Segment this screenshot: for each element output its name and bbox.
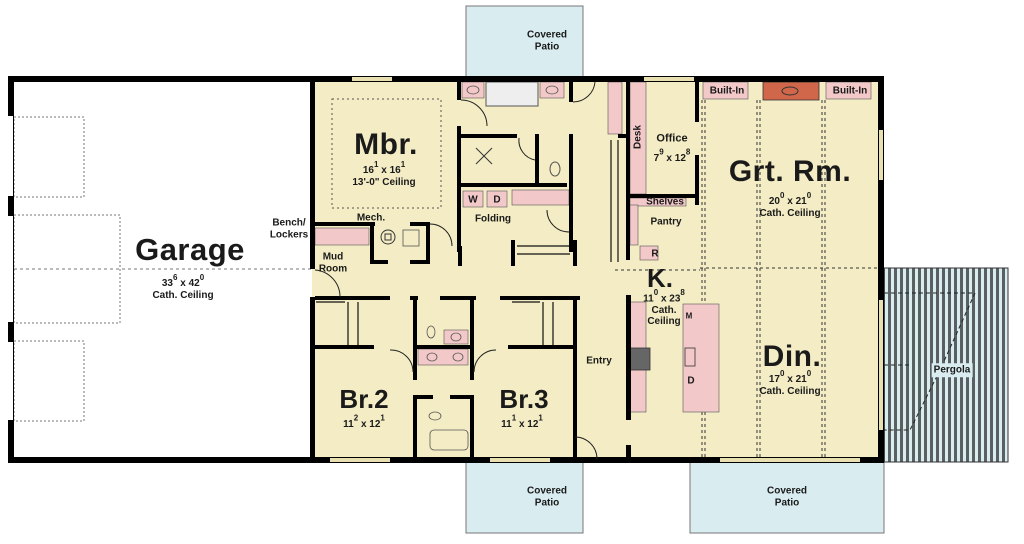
covered-patio-bottom-left	[465, 461, 584, 534]
room-mbr-label: Mbr.	[354, 127, 418, 161]
dishwasher-label: D	[687, 375, 695, 387]
room-kitchen-label: K.	[647, 263, 673, 294]
room-br2-info: 112 x 121	[343, 413, 385, 431]
bench-lockers-label: Bench/ Lockers	[269, 217, 309, 241]
room-office-info: 79 x 128	[653, 147, 691, 165]
room-pantry-label: Pantry	[650, 216, 682, 228]
kitchen-ceiling-note-1: Cath.	[651, 304, 677, 316]
washer-label: W	[468, 194, 478, 206]
room-great-room-info: 200 x 210 Cath. Ceiling	[759, 190, 821, 219]
mech-label: Mech.	[356, 212, 386, 224]
desk-label: Desk	[632, 125, 644, 149]
room-garage-info: 336 x 420 Cath. Ceiling	[152, 272, 214, 301]
garage-ceiling-note: Cath. Ceiling	[152, 289, 214, 301]
br3-dimensions: 111 x 121	[501, 413, 543, 430]
pergola-label: Pergola	[931, 363, 973, 377]
dining-dimensions: 170 x 210	[768, 368, 812, 386]
kitchen-dimensions: 110 x 238	[643, 288, 685, 305]
mbr-ceiling-note: 13'-0" Ceiling	[352, 176, 416, 188]
house-floor	[312, 79, 884, 460]
covered-patio-bottom-right-label: Covered Patio	[766, 485, 808, 509]
mbr-dimensions: 161 x 161	[362, 159, 406, 177]
garage-dimensions: 336 x 420	[161, 272, 205, 290]
room-dining-label: Din.	[762, 339, 822, 373]
fridge-label: R	[651, 248, 659, 260]
room-entry-label: Entry	[586, 355, 612, 367]
microwave-label: M	[685, 311, 693, 321]
room-mbr-info: 161 x 161 13'-0" Ceiling	[352, 159, 416, 188]
room-garage-label: Garage	[135, 232, 245, 268]
dryer-label: D	[493, 194, 501, 206]
great-room-ceiling-note: Cath. Ceiling	[759, 207, 821, 219]
office-dimensions: 79 x 128	[653, 147, 691, 164]
folding-label: Folding	[474, 213, 512, 225]
dining-ceiling-note: Cath. Ceiling	[759, 385, 821, 397]
room-br3-info: 111 x 121	[501, 413, 543, 431]
room-br2-label: Br.2	[339, 384, 389, 415]
covered-patio-top-label: Covered Patio	[526, 29, 568, 53]
built-in-left-label: Built-In	[709, 85, 745, 97]
room-dining-info: 170 x 210 Cath. Ceiling	[759, 368, 821, 397]
room-kitchen-info: 110 x 238 Cath. Ceiling	[643, 288, 685, 328]
kitchen-ceiling-note-2: Ceiling	[647, 316, 681, 328]
covered-patio-bottom-left-label: Covered Patio	[526, 485, 568, 509]
room-br3-label: Br.3	[499, 384, 549, 415]
shelves-label: Shelves	[646, 196, 684, 208]
room-mud-room-label: Mud Room	[318, 251, 348, 275]
room-great-room-label: Grt. Rm.	[728, 154, 852, 188]
room-office-label: Office	[656, 132, 688, 145]
built-in-right-label: Built-In	[832, 85, 868, 97]
br2-dimensions: 112 x 121	[343, 413, 385, 430]
great-room-dimensions: 200 x 210	[768, 190, 812, 208]
fireplace	[762, 81, 820, 101]
covered-patio-top	[465, 5, 584, 79]
